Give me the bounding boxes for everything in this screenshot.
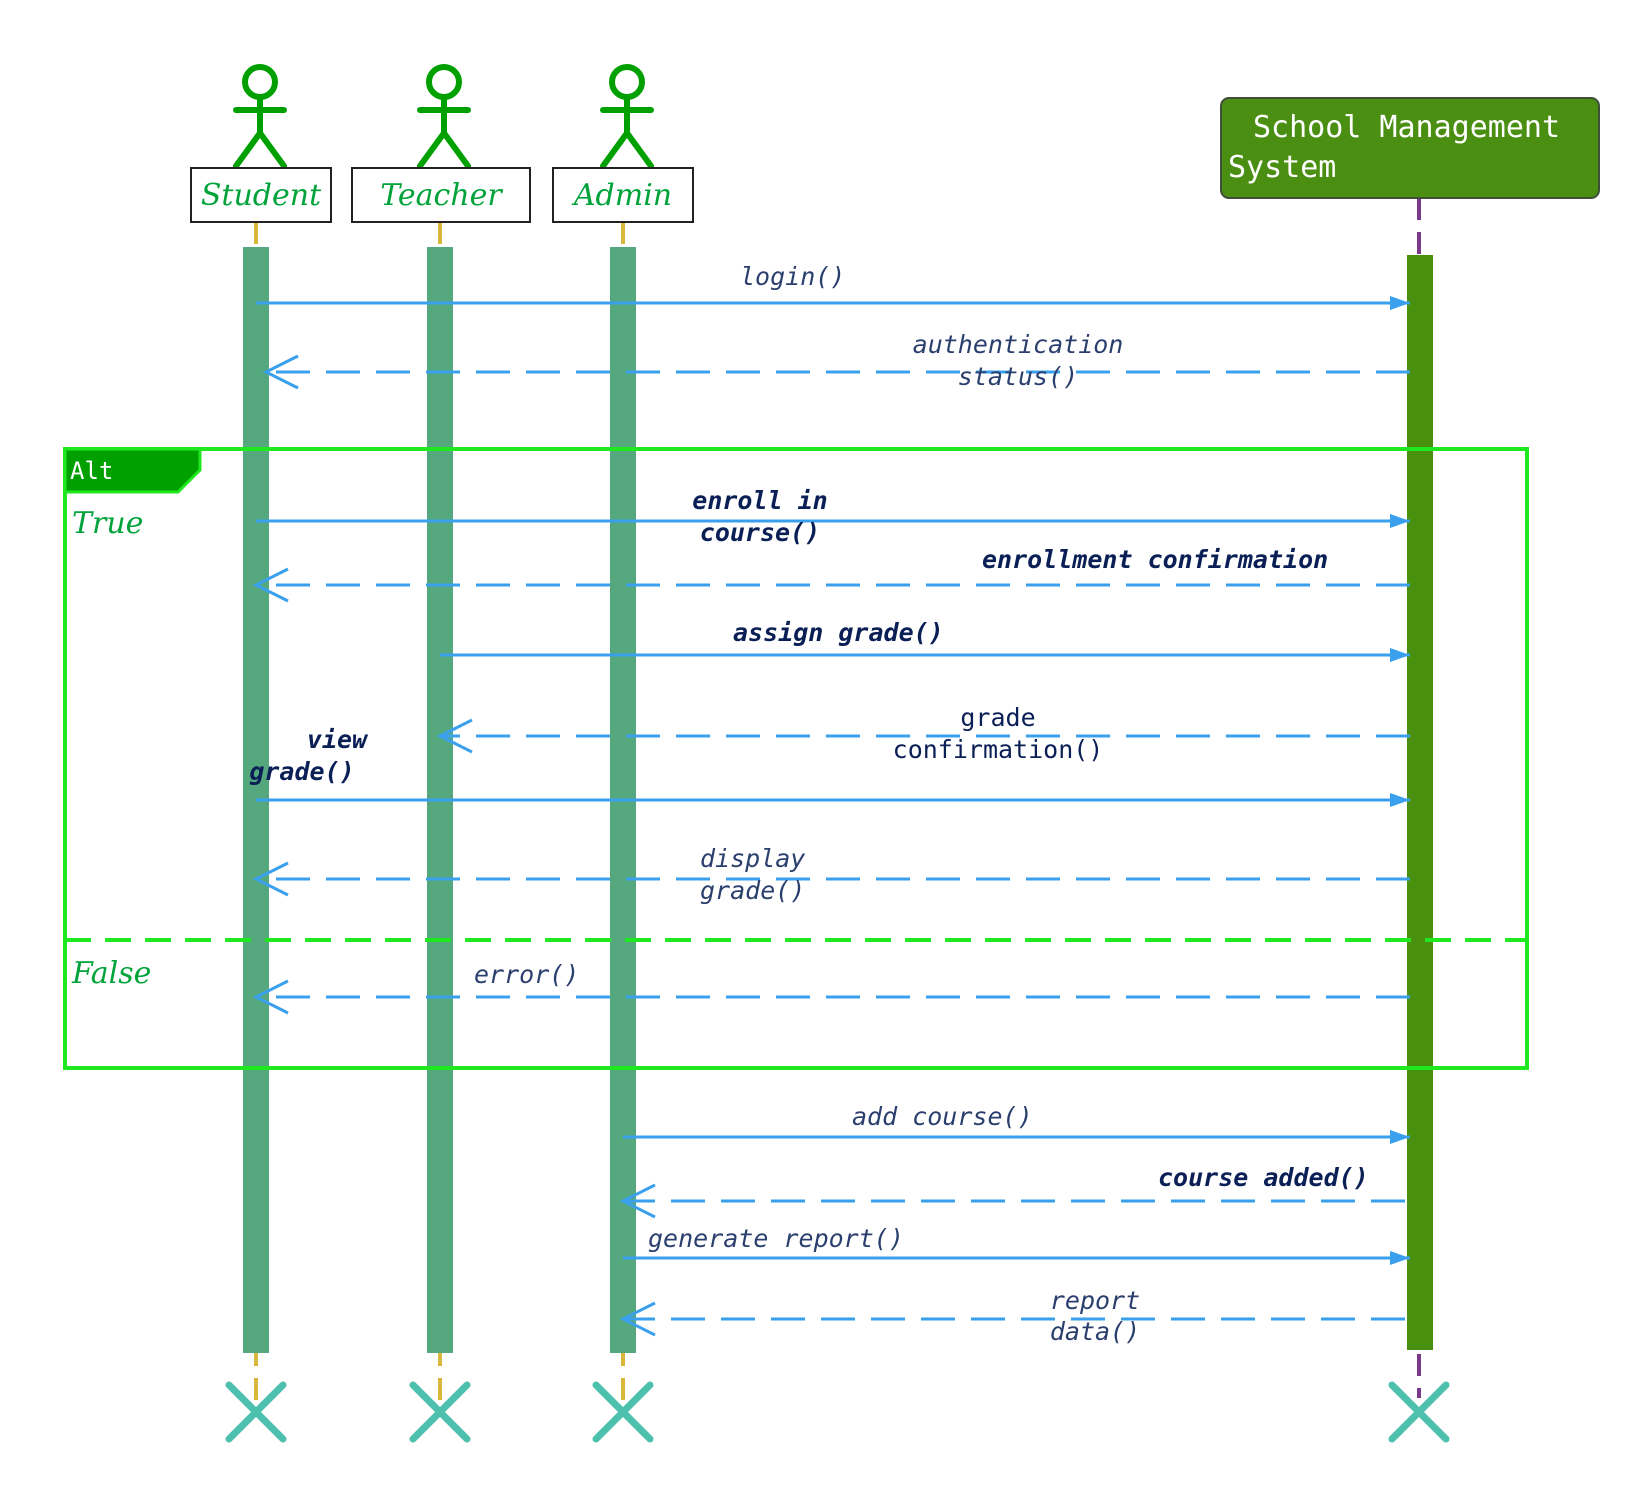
destroy-mark-system: [1388, 1381, 1450, 1443]
destroy-mark-student: [225, 1381, 287, 1443]
message-label: display: [700, 844, 805, 873]
actor-label-box: [351, 167, 531, 223]
message-m10: add course(): [623, 1102, 1410, 1144]
message-label: assign grade(): [733, 618, 944, 647]
system-box: [1220, 97, 1600, 199]
alt-fragment-frame: [63, 447, 1529, 1070]
open-arrowhead-icon: [252, 567, 289, 603]
open-arrowhead-icon: [619, 1301, 656, 1337]
actor-teacher: Teacher: [351, 64, 531, 223]
actor-label-teacher: Teacher: [380, 178, 503, 213]
message-m4: enrollment confirmation: [252, 545, 1410, 603]
message-label: grade(): [249, 757, 354, 786]
message-m8: display grade(): [252, 844, 1410, 905]
message-label: course added(): [1158, 1163, 1369, 1192]
message-label: view: [307, 725, 369, 754]
participant-school-management-system: School Management System: [1220, 97, 1600, 1398]
guard-true: True: [72, 506, 143, 541]
actor-figure-icon: [600, 64, 654, 169]
message-label: grade(): [700, 876, 805, 905]
actor-label-box: [552, 167, 694, 223]
open-arrowhead-icon: [619, 1183, 656, 1219]
message-m9: error(): [252, 960, 1410, 1015]
message-label: error(): [474, 960, 579, 989]
open-arrowhead-icon: [262, 354, 299, 390]
message-label: enroll in: [692, 486, 827, 515]
alt-fragment-tag: Alt: [70, 457, 113, 485]
system-label-line2: System: [1228, 150, 1336, 185]
message-label: course(): [700, 518, 820, 547]
system-activation-bar: [1407, 255, 1433, 1350]
message-label: confirmation(): [893, 735, 1104, 764]
open-arrowhead-icon: [252, 979, 289, 1015]
guard-false: False: [71, 956, 151, 991]
message-label: report: [1050, 1286, 1140, 1315]
message-m3: enroll in course(): [256, 486, 1410, 547]
destroy-mark-admin: [592, 1381, 654, 1443]
message-m12: generate report(): [623, 1224, 1410, 1265]
actor-label-student: Student: [201, 178, 322, 213]
actor-figure-icon: [417, 64, 471, 169]
message-m2: authentication status(): [262, 330, 1410, 391]
message-label: authentication: [913, 330, 1124, 359]
open-arrowhead-icon: [436, 718, 473, 754]
message-m6: grade confirmation(): [436, 703, 1410, 764]
message-label: grade: [960, 703, 1035, 732]
message-label: enrollment confirmation: [982, 545, 1328, 574]
message-label: status(): [958, 362, 1078, 391]
message-m7: view grade(): [249, 725, 1410, 807]
destroy-mark-teacher: [409, 1381, 471, 1443]
message-m11: course added(): [619, 1163, 1405, 1219]
actor-admin: Admin: [552, 64, 694, 223]
message-label: generate report(): [648, 1224, 904, 1253]
message-label: data(): [1050, 1317, 1140, 1346]
actor-student: Student: [190, 64, 332, 223]
alt-fragment-tag-box: [63, 447, 202, 494]
actor-figure-icon: [233, 64, 287, 169]
message-label: login(): [740, 262, 845, 291]
message-label: add course(): [852, 1102, 1033, 1131]
message-m1: login(): [256, 262, 1410, 310]
alt-fragment: Alt True False: [63, 447, 1529, 1070]
actor-label-admin: Admin: [571, 178, 672, 213]
open-arrowhead-icon: [252, 861, 289, 897]
system-label-line1: School Management: [1253, 110, 1560, 145]
message-m5: assign grade(): [440, 618, 1410, 662]
actor-label-box: [190, 167, 332, 223]
